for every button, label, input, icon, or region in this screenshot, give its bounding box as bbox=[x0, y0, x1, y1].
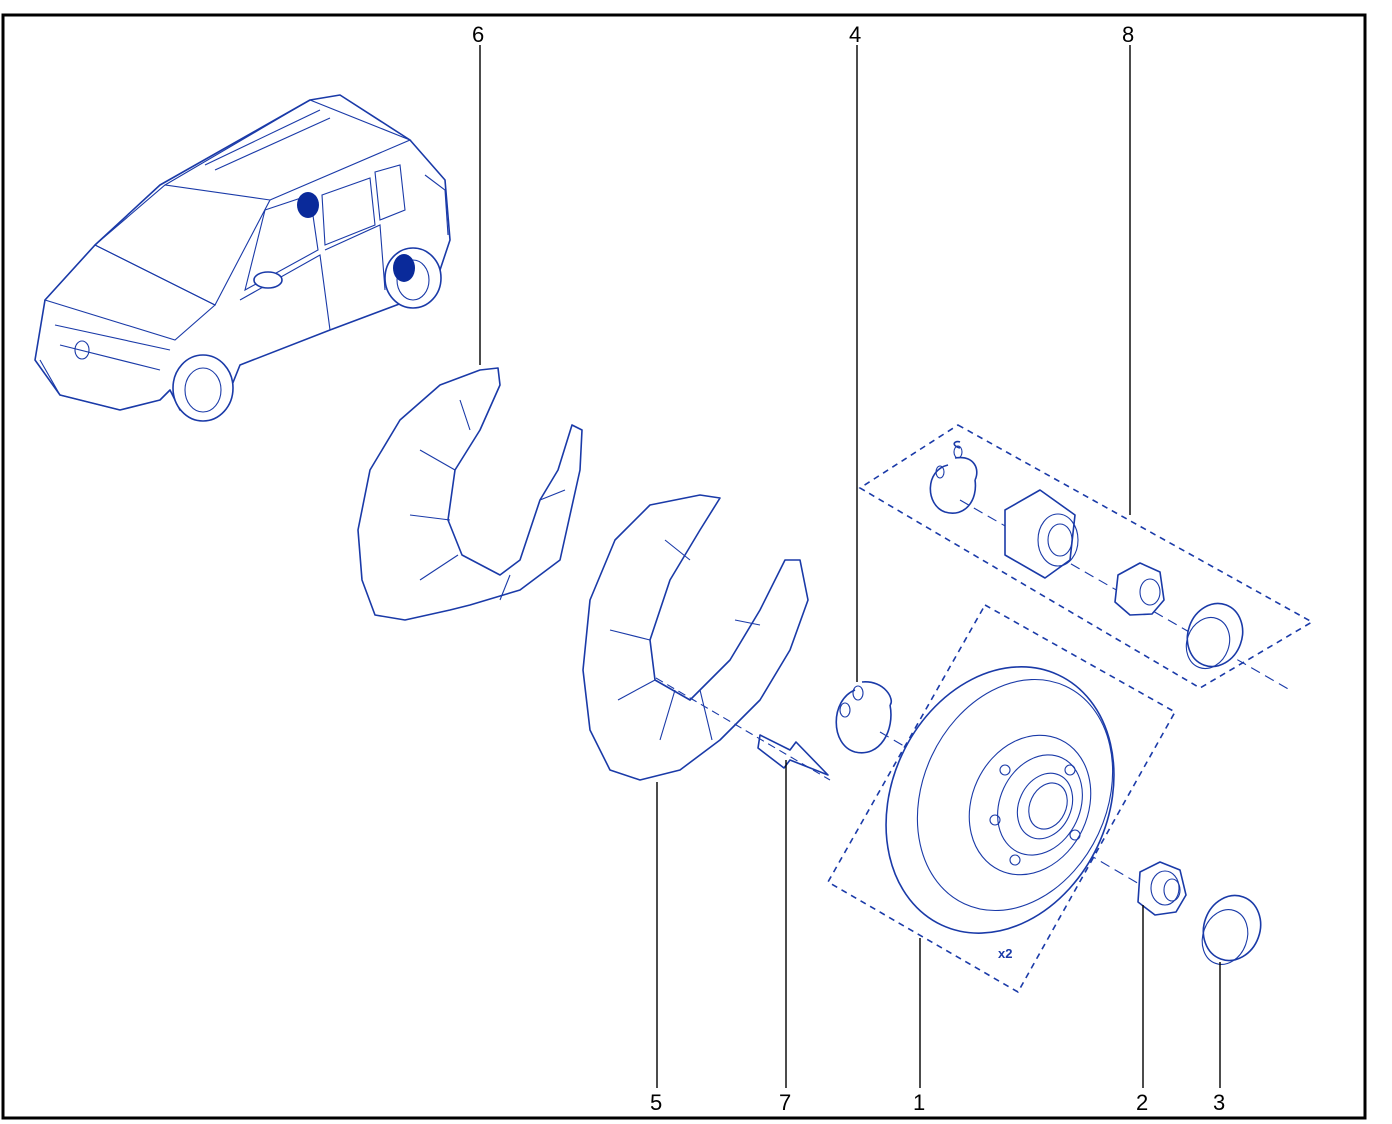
bearing-kit bbox=[858, 424, 1314, 691]
car-outline-icon bbox=[34, 94, 451, 422]
callout-5: 5 bbox=[650, 1090, 662, 1115]
quantity-note: x2 bbox=[998, 946, 1012, 961]
rear-wheel-highlight bbox=[393, 254, 415, 282]
callout-4: 4 bbox=[849, 22, 861, 47]
hub-cap bbox=[1201, 894, 1262, 965]
callout-7: 7 bbox=[779, 1090, 791, 1115]
hub-nut bbox=[1137, 861, 1187, 916]
diagram-frame bbox=[1, 13, 1367, 1120]
callout-2: 2 bbox=[1136, 1090, 1148, 1115]
callout-8: 8 bbox=[1122, 22, 1134, 47]
rear-dust-shield bbox=[582, 494, 809, 781]
callout-1: 1 bbox=[913, 1090, 925, 1115]
roof-highlight bbox=[297, 192, 319, 218]
callout-leaders bbox=[479, 45, 1221, 1088]
callout-3: 3 bbox=[1213, 1090, 1225, 1115]
brake-disc-with-hub bbox=[826, 603, 1177, 994]
rivet bbox=[655, 677, 831, 781]
front-dust-shield bbox=[357, 367, 583, 621]
callout-6: 6 bbox=[472, 22, 484, 47]
